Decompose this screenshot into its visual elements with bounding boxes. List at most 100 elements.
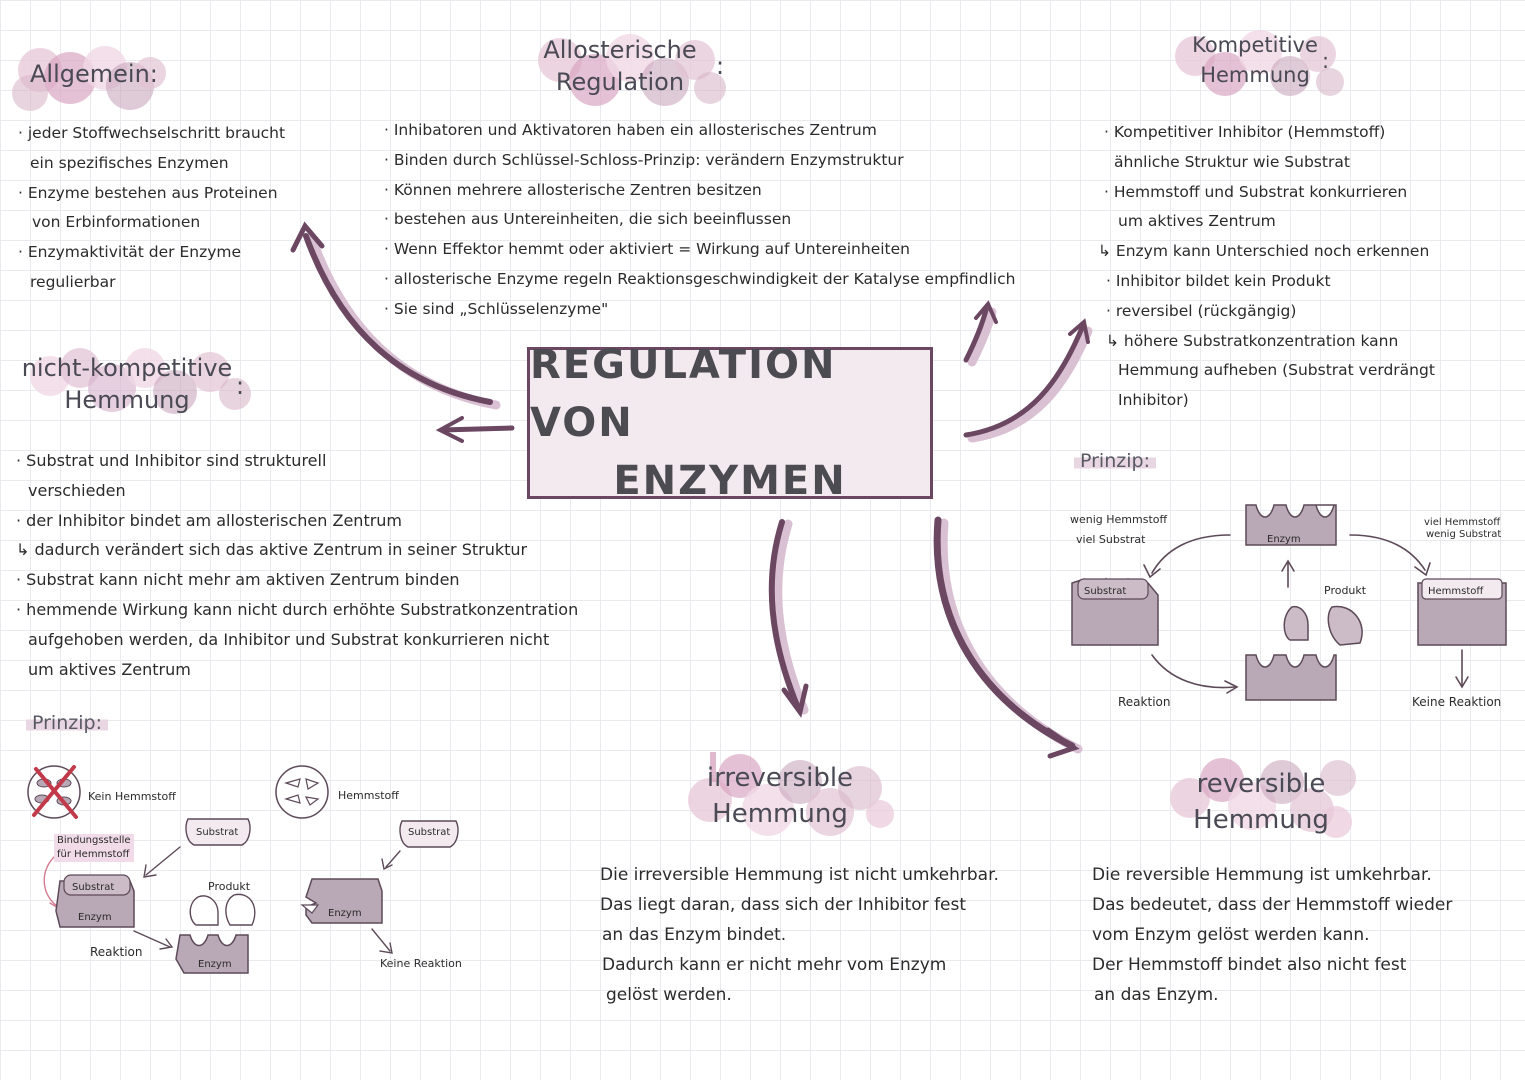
arrow-to-irreversible (768, 519, 801, 711)
list-item: · Inhibatoren und Aktivatoren haben ein … (384, 121, 877, 139)
heading-allosterische-line-1: Allosterische (543, 36, 697, 64)
list-item: · der Inhibitor bindet am allosterischen… (16, 510, 403, 530)
label-reaktion: Reaktion (1118, 695, 1171, 709)
arrow-to-irreversible-shadow (773, 519, 809, 715)
list-item: · Binden durch Schlüssel-Schloss-Prinzip… (384, 150, 904, 169)
list-item: · Enzyme bestehen aus Proteinen (18, 183, 278, 202)
substrat-piece-2 (399, 820, 459, 848)
label-viel-substrat: viel Substrat (1076, 533, 1146, 546)
heading-irreversible-line-1: irreversible (706, 763, 854, 793)
text-line: Die irreversible Hemmung ist nicht umkeh… (600, 865, 999, 885)
label-bindungsstelle-line-2: für Hemmstoff (57, 849, 130, 860)
list-item: regulierbar (30, 272, 116, 291)
arrow-to-kompetitive-shadow (967, 326, 1093, 443)
kompetitive-diagram: Enzym Substrat Hemmstoff Produkt (1071, 504, 1507, 701)
list-item: · allosterische Enzyme regeln Reaktionsg… (384, 269, 1016, 288)
label-keine-reaktion: Keine Reaktion (380, 957, 462, 970)
list-item: · Inhibitor bildet kein Produkt (1106, 271, 1331, 290)
kompetitive-bullets: · Kompetitiver Inhibitor (Hemmstoff) ähn… (1098, 118, 1435, 416)
heading-irreversible-line-2: Hemmung (712, 799, 848, 829)
text-line: Die reversible Hemmung ist umkehrbar. (1092, 865, 1432, 885)
heading-decoration (1170, 758, 1356, 838)
heading-kompetitive-line-2: Hemmung (1200, 63, 1310, 87)
center-title-box: REGULATION VON ENZYMEN (527, 342, 933, 504)
list-item: ↳ dadurch verändert sich das aktive Zent… (16, 540, 528, 560)
nicht-kompetitive-bullets: · Substrat und Inhibitor sind strukturel… (16, 446, 578, 684)
produkt-piece-right (225, 893, 256, 926)
list-item: um aktives Zentrum (28, 659, 191, 679)
enzym-bottom-shape (1245, 654, 1337, 701)
label-produkt: Produkt (208, 880, 251, 893)
center-title-line-1: REGULATION VON (530, 342, 837, 446)
arrow-to-nicht-kompetitive (439, 425, 515, 433)
arrow-to-allosterische-shadow (967, 307, 997, 367)
text-line: Der Hemmstoff bindet also nicht fest (1092, 955, 1407, 975)
heading-nicht-kompetitive-line-1: nicht-kompetitive (21, 354, 233, 382)
list-item: · Enzymaktivität der Enzyme (18, 243, 242, 262)
enzym-label: Enzym (198, 959, 232, 970)
heading-decoration (538, 34, 726, 106)
allosterische-bullets: · Inhibatoren und Aktivatoren haben ein … (384, 116, 1015, 325)
label-viel-hemmstoff: viel Hemmstoff (1424, 517, 1501, 528)
list-item: · Substrat kann nicht mehr am aktiven Ze… (16, 570, 460, 590)
heading-colon: : (236, 372, 245, 400)
list-item: · jeder Stoffwechselschritt braucht (18, 124, 286, 142)
list-item: · hemmende Wirkung kann nicht durch erhö… (16, 599, 579, 619)
substrat-label: Substrat (72, 882, 114, 893)
list-item: ↳ höhere Substratkonzentration kann (1106, 331, 1399, 350)
list-item: Hemmung aufheben (Substrat verdrängt (1118, 361, 1435, 380)
arrow-to-reversible (933, 516, 1076, 750)
enzym-shape (1245, 504, 1337, 546)
enzym-label: Enzym (78, 912, 112, 923)
label-wenig-hemmstoff: wenig Hemmstoff (1070, 513, 1168, 526)
heading-reversible-line-1: reversible (1196, 769, 1326, 799)
label-reaktion: Reaktion (90, 945, 143, 959)
label-kein-hemmstoff: Kein Hemmstoff (88, 790, 176, 803)
enzym-label: Enzym (1267, 534, 1301, 545)
nicht-kompetitive-prinzip-label: Prinzip: (26, 712, 108, 734)
list-item: · Hemmstoff und Substrat konkurrieren (1104, 182, 1408, 201)
enzym-inhibited-shape (305, 878, 383, 924)
list-item: · Sie sind „Schlüsselenzyme" (384, 299, 609, 318)
list-item: · Wenn Effektor hemmt oder aktiviert = W… (384, 240, 910, 259)
arrow-to-kompetitive (963, 325, 1085, 438)
irreversible-text: Die irreversible Hemmung ist nicht umkeh… (600, 860, 999, 1010)
list-item: ein spezifisches Enzymen (30, 153, 229, 172)
heading-allosterische-line-2: Regulation (555, 68, 685, 96)
kompetitive-prinzip-label: Prinzip: (1074, 450, 1156, 472)
list-item: · bestehen aus Untereinheiten, die sich … (384, 210, 792, 229)
heading-nicht-kompetitive: nicht-kompetitive Hemmung : (20, 346, 260, 422)
produkt-piece-left (1283, 605, 1309, 641)
heading-nicht-kompetitive-line-2: Hemmung (64, 386, 190, 414)
heading-colon: : (1322, 49, 1330, 73)
list-item: · Substrat und Inhibitor sind strukturel… (16, 451, 327, 470)
heading-irreversible: irreversible Hemmung (680, 752, 900, 842)
heading-kompetitive-line-1: Kompetitive (1192, 33, 1318, 57)
label-bindungsstelle: Bindungsstelle für Hemmstoff (54, 834, 134, 862)
heading-kompetitive: Kompetitive Hemmung : (1170, 26, 1350, 98)
text-line: an das Enzym. (1094, 985, 1219, 1005)
heading-allosterische: Allosterische Regulation : (530, 30, 730, 110)
heading-reversible-line-2: Hemmung (1193, 805, 1329, 835)
heading-decoration (688, 752, 894, 836)
heading-reversible: reversible Hemmung (1166, 758, 1366, 848)
allgemein-bullets: · jeder Stoffwechselschritt braucht ein … (18, 119, 285, 298)
list-item: · Kompetitiver Inhibitor (Hemmstoff) (1104, 123, 1386, 141)
heading-allgemein-text: Allgemein: (30, 60, 158, 88)
label-bindungsstelle-line-1: Bindungsstelle (57, 835, 131, 846)
enzym-label: Enzym (328, 908, 362, 919)
reversible-text: Die reversible Hemmung ist umkehrbar. Da… (1092, 860, 1452, 1010)
list-item: ↳ Enzym kann Unterschied noch erkennen (1098, 242, 1430, 261)
substrat-piece (185, 818, 251, 846)
text-line: gelöst werden. (606, 985, 732, 1005)
substrat-label: Substrat (408, 827, 450, 838)
arrow-to-reversible-shadow (938, 518, 1083, 754)
heading-decoration (12, 46, 166, 111)
nicht-kompetitive-diagram: Substrat Enzym Substrat Substrat Enzym E… (27, 765, 459, 974)
text-line: an das Enzym bindet. (602, 925, 787, 945)
label-hemmstoff: Hemmstoff (338, 789, 399, 802)
center-title-line-2: ENZYMEN (613, 458, 847, 504)
text-line: Dadurch kann er nicht mehr vom Enzym (602, 955, 947, 975)
hemmstoff-label: Hemmstoff (1428, 586, 1484, 597)
